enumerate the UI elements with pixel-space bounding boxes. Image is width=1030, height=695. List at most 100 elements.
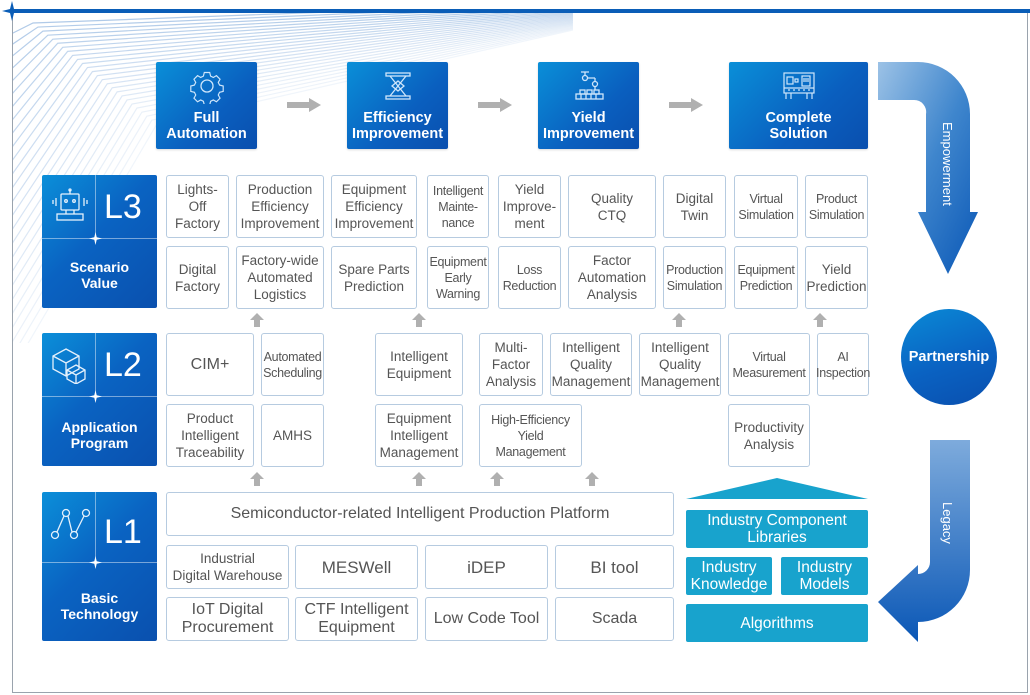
l3-box: Lights-Off Factory <box>166 175 229 238</box>
l3-box: Production Simulation <box>663 246 726 309</box>
background-line <box>13 13 491 81</box>
cubes-icon <box>52 348 86 384</box>
item-label: Lights-Off Factory <box>174 182 220 231</box>
background-line <box>13 22 573 286</box>
right-arrow-icon <box>287 98 321 112</box>
item-label: Low Code Tool <box>433 610 540 627</box>
up-arrow-icon <box>672 313 686 327</box>
l3-box: Quality CTQ <box>568 175 656 238</box>
l2-box: Intelligent Equipment <box>375 333 463 396</box>
item-label: Factory-wide Automated Logistics <box>241 253 319 302</box>
l3-box: Factory-wide Automated Logistics <box>236 246 324 309</box>
l3-box: Spare Parts Prediction <box>331 246 417 309</box>
l2-box: AMHS <box>261 404 324 467</box>
lift-table-icon <box>384 72 411 100</box>
l1-box: Industrial Digital Warehouse <box>166 545 289 589</box>
item-label: Equipment Prediction <box>737 262 795 293</box>
platform-box: Semiconductor-related Intelligent Produc… <box>166 492 674 536</box>
stage-label: Improvement <box>351 126 444 142</box>
background-line <box>13 18 573 230</box>
level-name: Basic <box>80 590 119 606</box>
background-line <box>13 14 573 175</box>
level-code: L3 <box>104 188 142 226</box>
l3-box: Digital Factory <box>166 246 229 309</box>
item-label: Spare Parts Prediction <box>338 261 410 294</box>
sparkle-icon <box>2 1 22 21</box>
background-line <box>13 21 573 272</box>
l3-box: Equipment Efficiency Improvement <box>331 175 417 238</box>
item-label: IoT Digital Procurement <box>181 601 274 636</box>
background-line <box>13 13 426 57</box>
l1-box: IoT Digital Procurement <box>166 597 289 641</box>
component-label: Algorithms <box>740 614 814 632</box>
item-label: Digital Twin <box>675 190 714 223</box>
item-label: Intelligent Quality Management <box>640 340 720 389</box>
sparkle-icon <box>89 390 102 403</box>
l3-box: Yield Improve- ment <box>498 175 561 238</box>
item-label: Equipment Early Warning <box>429 254 487 301</box>
item-label: Product Intelligent Traceability <box>175 411 245 460</box>
item-label: Productivity Analysis <box>734 419 804 452</box>
item-label: Factor Automation Analysis <box>577 253 647 302</box>
up-arrow-icon <box>250 313 264 327</box>
l1-box: Low Code Tool <box>425 597 548 641</box>
up-arrow-icon <box>585 472 599 486</box>
item-label: Industrial Digital Warehouse <box>172 551 283 583</box>
l3-box: Production Efficiency Improvement <box>236 175 324 238</box>
level-code: L2 <box>104 346 142 384</box>
item-label: Digital Factory <box>174 261 220 294</box>
l2-box: Equipment Intelligent Management <box>375 404 463 467</box>
background-line <box>13 13 462 69</box>
background-line <box>13 16 573 202</box>
level-name: Technology <box>60 606 139 622</box>
background-line <box>13 13 514 94</box>
item-label: Automated Scheduling <box>263 349 322 380</box>
industry-models: Industry Models <box>781 557 868 595</box>
robot-icon <box>52 188 88 221</box>
background-line <box>13 13 320 34</box>
divider <box>95 333 96 396</box>
level-name: Application <box>61 419 138 435</box>
item-label: Production Simulation <box>666 262 723 293</box>
legacy-arrow <box>878 440 970 642</box>
up-arrow-icon <box>490 472 504 486</box>
stage-label: Improvement <box>542 126 635 142</box>
partnership-circle: Partnership <box>901 309 997 405</box>
item-label: Yield Prediction <box>806 261 867 294</box>
divider <box>95 175 96 238</box>
background-line <box>13 17 573 216</box>
stage-label: Yield <box>571 110 606 126</box>
l3-box: Equipment Prediction <box>734 246 798 309</box>
l1-box: Scada <box>555 597 674 641</box>
empowerment-arrow <box>878 62 978 274</box>
background-line <box>13 13 565 134</box>
top-border-bar <box>12 9 1030 13</box>
item-label: Multi- Factor Analysis <box>485 340 537 389</box>
l1-box: BI tool <box>555 545 674 589</box>
level-name: Scenario <box>69 259 130 275</box>
up-arrow-icon <box>412 472 426 486</box>
l2-box: High-Efficiency Yield Management <box>479 404 582 467</box>
item-label: BI tool <box>590 557 639 577</box>
item-label: Semiconductor-related Intelligent Produc… <box>230 505 610 522</box>
item-label: Yield Improve- ment <box>502 182 557 231</box>
l3-box: Digital Twin <box>663 175 726 238</box>
item-label: Production Efficiency Improvement <box>240 182 320 231</box>
l2-box: CIM+ <box>166 333 254 396</box>
l2-box: Product Intelligent Traceability <box>166 404 254 467</box>
background-line <box>13 24 573 300</box>
up-arrow-icon <box>813 313 827 327</box>
level-name: Program <box>70 435 129 451</box>
l3-box: Factor Automation Analysis <box>568 246 656 309</box>
algorithms: Algorithms <box>686 604 868 642</box>
l3-box: Yield Prediction <box>805 246 868 309</box>
component-label: Industry Knowledge <box>690 559 768 593</box>
item-label: Equipment Intelligent Management <box>379 411 459 460</box>
right-arrow-icon <box>669 98 703 112</box>
item-label: AMHS <box>272 428 312 443</box>
machine-icon <box>782 72 815 99</box>
item-label: MESWell <box>321 557 392 577</box>
